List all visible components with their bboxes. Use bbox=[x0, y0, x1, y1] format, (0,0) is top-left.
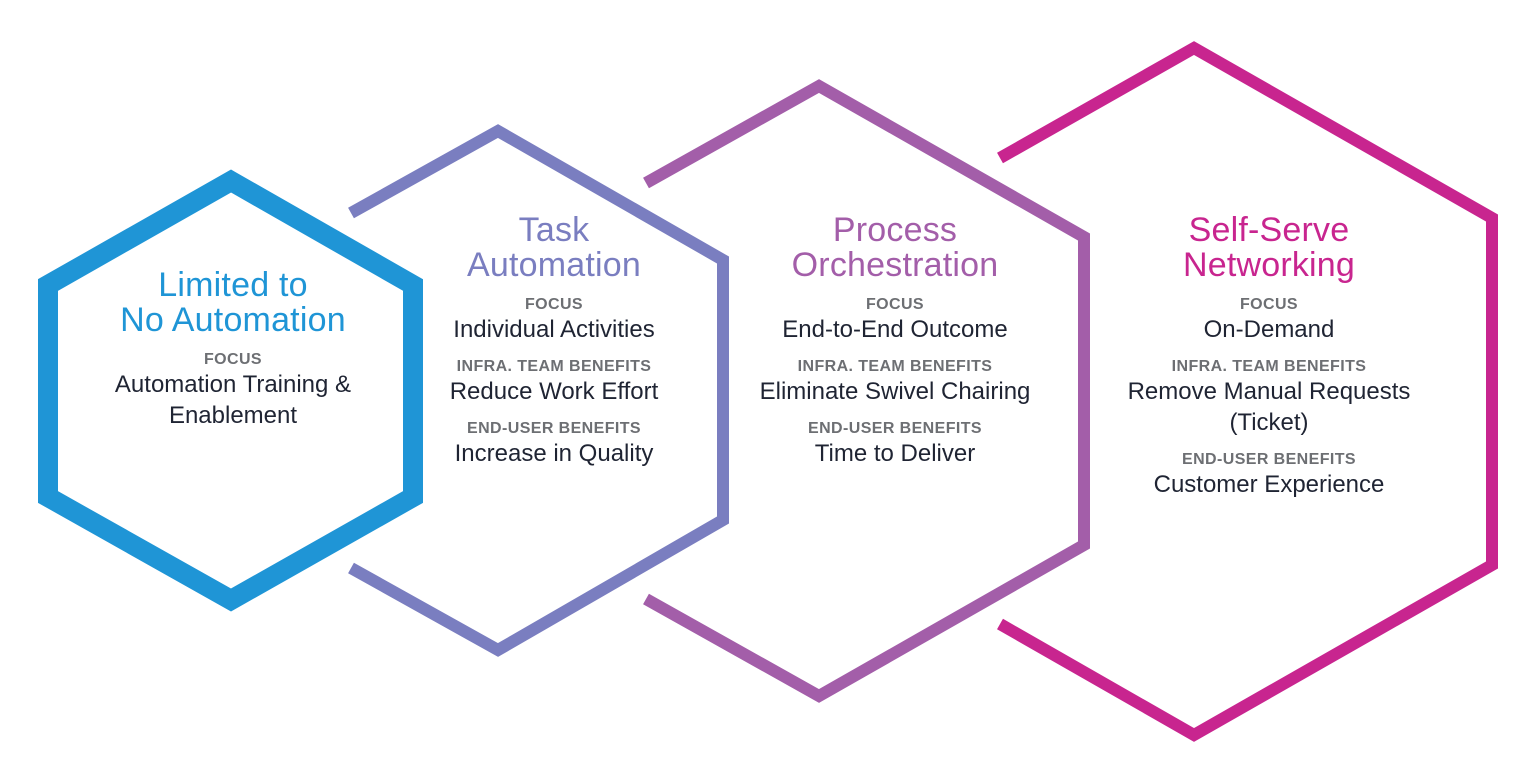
end-user-benefits-value: Time to Deliver bbox=[814, 440, 976, 467]
stage-title-line2: Networking bbox=[1182, 246, 1356, 284]
end-user-benefits-label: END-USER BENEFITS bbox=[808, 420, 982, 437]
focus-label: FOCUS bbox=[866, 296, 924, 313]
stage-self-serve-networking: Self-Serve Networking FOCUS On-Demand IN… bbox=[1104, 213, 1434, 512]
focus-value: Automation Training & Enablement bbox=[114, 371, 352, 429]
infra-benefits-label: INFRA. TEAM BENEFITS bbox=[797, 358, 993, 375]
stage-process-orchestration: Process Orchestration FOCUS End-to-End O… bbox=[740, 213, 1050, 481]
infra-benefits-value: Eliminate Swivel Chairing bbox=[759, 378, 1031, 405]
focus-value: End-to-End Outcome bbox=[782, 316, 1008, 343]
stage-title-line2: No Automation bbox=[120, 301, 346, 339]
stage-title-line1: Process bbox=[832, 211, 958, 249]
hexagon-self-serve bbox=[997, 41, 1498, 742]
stage-title-line1: Limited to bbox=[158, 266, 308, 304]
stage-title-line2: Orchestration bbox=[791, 246, 999, 284]
hexagon-process-orchestration bbox=[643, 79, 1090, 703]
stage-title: Task Automation bbox=[414, 213, 694, 283]
hexagon-limited-automation bbox=[38, 169, 423, 612]
stage-title-line2: Automation bbox=[467, 246, 641, 284]
stage-task-automation: Task Automation FOCUS Individual Activit… bbox=[414, 213, 694, 481]
stage-title: Process Orchestration bbox=[740, 213, 1050, 283]
stage-title: Limited to No Automation bbox=[78, 268, 388, 338]
focus-label: FOCUS bbox=[525, 296, 583, 313]
stage-title: Self-Serve Networking bbox=[1104, 213, 1434, 283]
stage-limited-automation: Limited to No Automation FOCUS Automatio… bbox=[78, 268, 388, 443]
stage-title-line1: Self-Serve bbox=[1188, 211, 1350, 249]
end-user-benefits-label: END-USER BENEFITS bbox=[467, 420, 641, 437]
infra-benefits-value: Remove Manual Requests (Ticket) bbox=[1127, 378, 1411, 436]
hexagon-task-automation bbox=[348, 124, 729, 657]
infra-benefits-label: INFRA. TEAM BENEFITS bbox=[456, 358, 652, 375]
infra-benefits-label: INFRA. TEAM BENEFITS bbox=[1171, 358, 1367, 375]
infra-benefits-value: Reduce Work Effort bbox=[449, 378, 659, 405]
end-user-benefits-value: Increase in Quality bbox=[454, 440, 654, 467]
end-user-benefits-label: END-USER BENEFITS bbox=[1182, 451, 1356, 468]
end-user-benefits-value: Customer Experience bbox=[1153, 471, 1385, 498]
stage-title-line1: Task bbox=[518, 211, 590, 249]
focus-label: FOCUS bbox=[1240, 296, 1298, 313]
focus-value: Individual Activities bbox=[453, 316, 655, 343]
focus-label: FOCUS bbox=[204, 351, 262, 368]
focus-value: On-Demand bbox=[1203, 316, 1335, 343]
